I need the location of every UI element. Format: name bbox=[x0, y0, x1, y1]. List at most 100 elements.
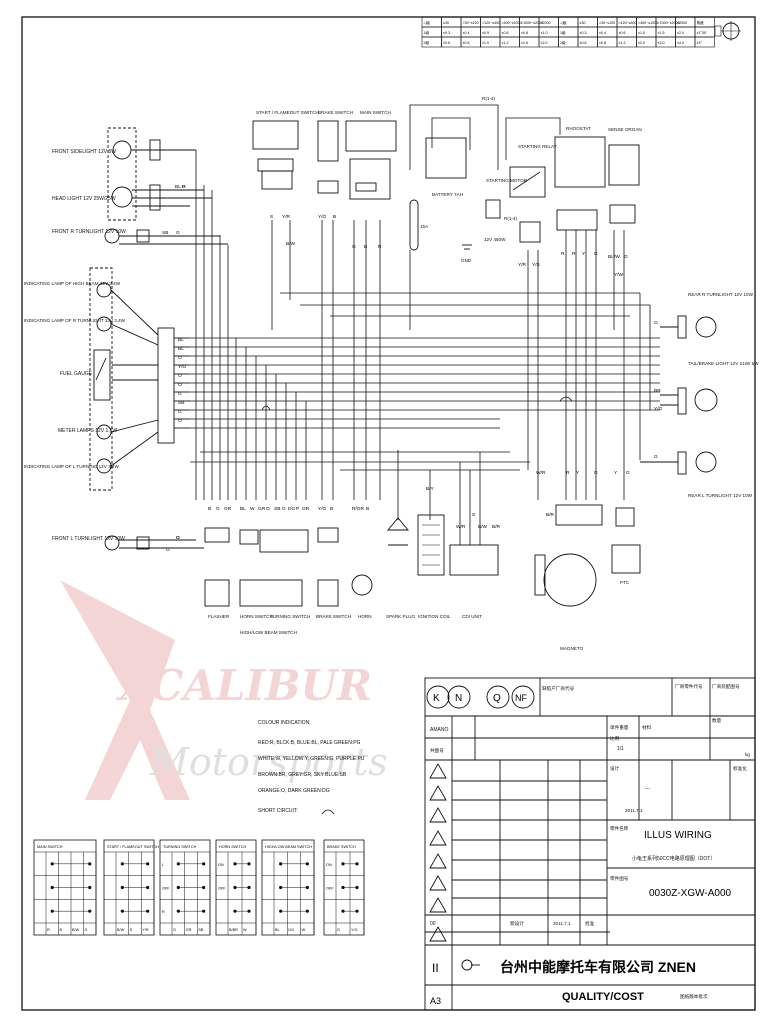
tolerance-cell: >400~≤1000 bbox=[502, 21, 522, 25]
ver-header-1: 厂商装配图号 bbox=[712, 683, 740, 690]
wire-tag: G bbox=[594, 470, 598, 476]
switch-row-label: ON bbox=[218, 863, 224, 867]
wire-tag: BL/W bbox=[608, 254, 620, 260]
wire-tag: SB bbox=[162, 230, 168, 236]
wire-tag: Y/G bbox=[318, 214, 327, 220]
wire-tag: B bbox=[333, 214, 336, 220]
wire-tag: BL bbox=[178, 337, 184, 343]
wire-tag: P bbox=[182, 184, 185, 190]
switch-col-label: W bbox=[243, 928, 247, 932]
wire-tag: O bbox=[178, 418, 182, 424]
wire-tag: O bbox=[178, 355, 182, 361]
switch-col-label: GR bbox=[186, 928, 192, 932]
wire-tag: G bbox=[352, 244, 356, 250]
right-labels: REAR R TURNLIGHT 12V 10W TAIL/BRAKE LIGH… bbox=[688, 292, 759, 498]
label-start-flameout-switch: START / FLAMEOUT SWITCH bbox=[256, 110, 319, 115]
wire-tag: G bbox=[176, 535, 180, 541]
wire-tag: SB bbox=[178, 400, 184, 406]
wire-tag: B bbox=[366, 506, 369, 512]
tolerance-cell: ±3° bbox=[697, 41, 703, 45]
wire-tag: B bbox=[364, 244, 367, 250]
short-circuit-symbol bbox=[321, 809, 335, 815]
switch-col-label: G bbox=[337, 928, 340, 932]
bottom-labels: FLASHER HORN SWITCH HIGH/LOW BEAM SWITCH… bbox=[208, 580, 630, 651]
tolerance-cell: ±0.5 bbox=[482, 31, 489, 35]
switch-col-label: Y/G bbox=[351, 928, 358, 932]
switch-table-title: HIGH/LOW BEAM SWITCH bbox=[265, 845, 312, 849]
wire-tag: G bbox=[624, 254, 628, 260]
wire-tag: G bbox=[178, 409, 182, 415]
label-starting-motor: STARTING MOTOR bbox=[486, 178, 528, 183]
label-ignition-coil: IGNITION COIL bbox=[418, 614, 451, 619]
label-ptc: PTC bbox=[620, 580, 630, 585]
wire-tag: O bbox=[266, 506, 270, 512]
switch-col-label: B/W bbox=[72, 928, 80, 932]
label-front-r-turnlight: FRONT R TURNLIGHT 12V 10W bbox=[52, 229, 126, 235]
wire-tag: B/W bbox=[478, 524, 488, 530]
wire-tag: G bbox=[282, 506, 286, 512]
wire-tag: O bbox=[178, 373, 182, 379]
wire-tag: R bbox=[566, 470, 570, 476]
tolerance-cell: >30~≤120 bbox=[599, 21, 615, 25]
switch-col-label: B/W bbox=[117, 928, 125, 932]
wire-tag: Y bbox=[614, 470, 618, 476]
wire-tag: W/R bbox=[456, 524, 466, 530]
name-label: 零件名称 bbox=[610, 825, 629, 832]
kg: kg bbox=[745, 752, 750, 757]
label-fuel-gauge: FUEL GAUGE bbox=[60, 371, 93, 377]
switch-col-label: SB bbox=[198, 928, 204, 932]
switch-col-label: R bbox=[47, 928, 50, 932]
switch-col-label: Y/R bbox=[142, 928, 149, 932]
right-components bbox=[640, 315, 718, 475]
wire-tag: G bbox=[176, 230, 180, 236]
wire-tag: B/R bbox=[546, 512, 555, 518]
tolerance-cell: ±0.4 bbox=[599, 31, 606, 35]
tolerance-cell: 1級 bbox=[560, 30, 566, 35]
wire-tag: DG bbox=[288, 506, 295, 512]
wire-tag: G bbox=[178, 391, 182, 397]
title-block-text: K N Q NF 缺陷户厂商代号 厂商零件代号 厂商装配图号 AMANO 共图号… bbox=[430, 683, 750, 1006]
tolerance-cell: ±0.6 bbox=[443, 41, 450, 45]
rev-desc: 新设计 bbox=[510, 920, 524, 927]
design-by: --- bbox=[645, 786, 650, 792]
colour-line-1: WHITE:W, YELLOW:Y, GREEN:G, PURPLE:PU bbox=[258, 756, 365, 762]
left-components bbox=[89, 127, 228, 551]
wire-tag: G bbox=[626, 470, 630, 476]
watermark-logo: XCALIBUR Motorsports bbox=[60, 580, 388, 800]
cad-label: 标准化 bbox=[733, 765, 747, 772]
label-magneto: MAGNETO bbox=[560, 646, 584, 651]
ref-label: 共图号 bbox=[430, 747, 444, 754]
amano: AMANO bbox=[430, 727, 448, 733]
wire-tag: Y/G bbox=[318, 506, 327, 512]
colour-line-2: BROWN:BR, GREY:GR, SKY BLUE:SB bbox=[258, 772, 347, 778]
switch-row-label: L bbox=[162, 863, 164, 867]
tolerance-cell: ±1.5 bbox=[658, 31, 665, 35]
wire-bundle bbox=[190, 104, 660, 545]
wire-tag: BL bbox=[240, 506, 246, 512]
wire-tag: Y bbox=[576, 470, 580, 476]
sheet-size: A3 bbox=[430, 996, 441, 1006]
label-horn: HORN bbox=[358, 614, 372, 619]
tolerance-cell: ±1.2 bbox=[619, 41, 626, 45]
wire-tag: Y/W bbox=[614, 272, 624, 278]
wire-tag: W/R bbox=[536, 470, 546, 476]
projection-symbol bbox=[714, 21, 741, 41]
label-horn-switch: HORN SWITCH bbox=[240, 614, 273, 619]
tolerance-cell: ◁級 bbox=[424, 20, 431, 25]
bottom-components bbox=[204, 504, 641, 607]
colour-line-0: RED:R, BLCK:B, BLUE:BL, PALE GREEN:PG bbox=[258, 740, 361, 746]
wire-tag: G bbox=[594, 251, 598, 257]
label-rear-l-turnlight: REAR L TURNLIGHT 12V 10W bbox=[688, 493, 753, 498]
label-brake-switch-bottom: BRAKE SWITCH bbox=[316, 614, 351, 619]
label-spark-plug: SPARK PLUG bbox=[386, 614, 415, 619]
wire-tag: GR bbox=[302, 506, 310, 512]
wire-tag: Y/R bbox=[282, 214, 291, 220]
wire-tag: BL bbox=[178, 346, 184, 352]
tolerance-cell: ±2.0 bbox=[541, 41, 548, 45]
tolerance-cell: 角度 bbox=[697, 20, 705, 25]
label-sense-organ: SENSE ORGAN bbox=[608, 127, 642, 132]
wire-tag: G bbox=[654, 454, 658, 460]
